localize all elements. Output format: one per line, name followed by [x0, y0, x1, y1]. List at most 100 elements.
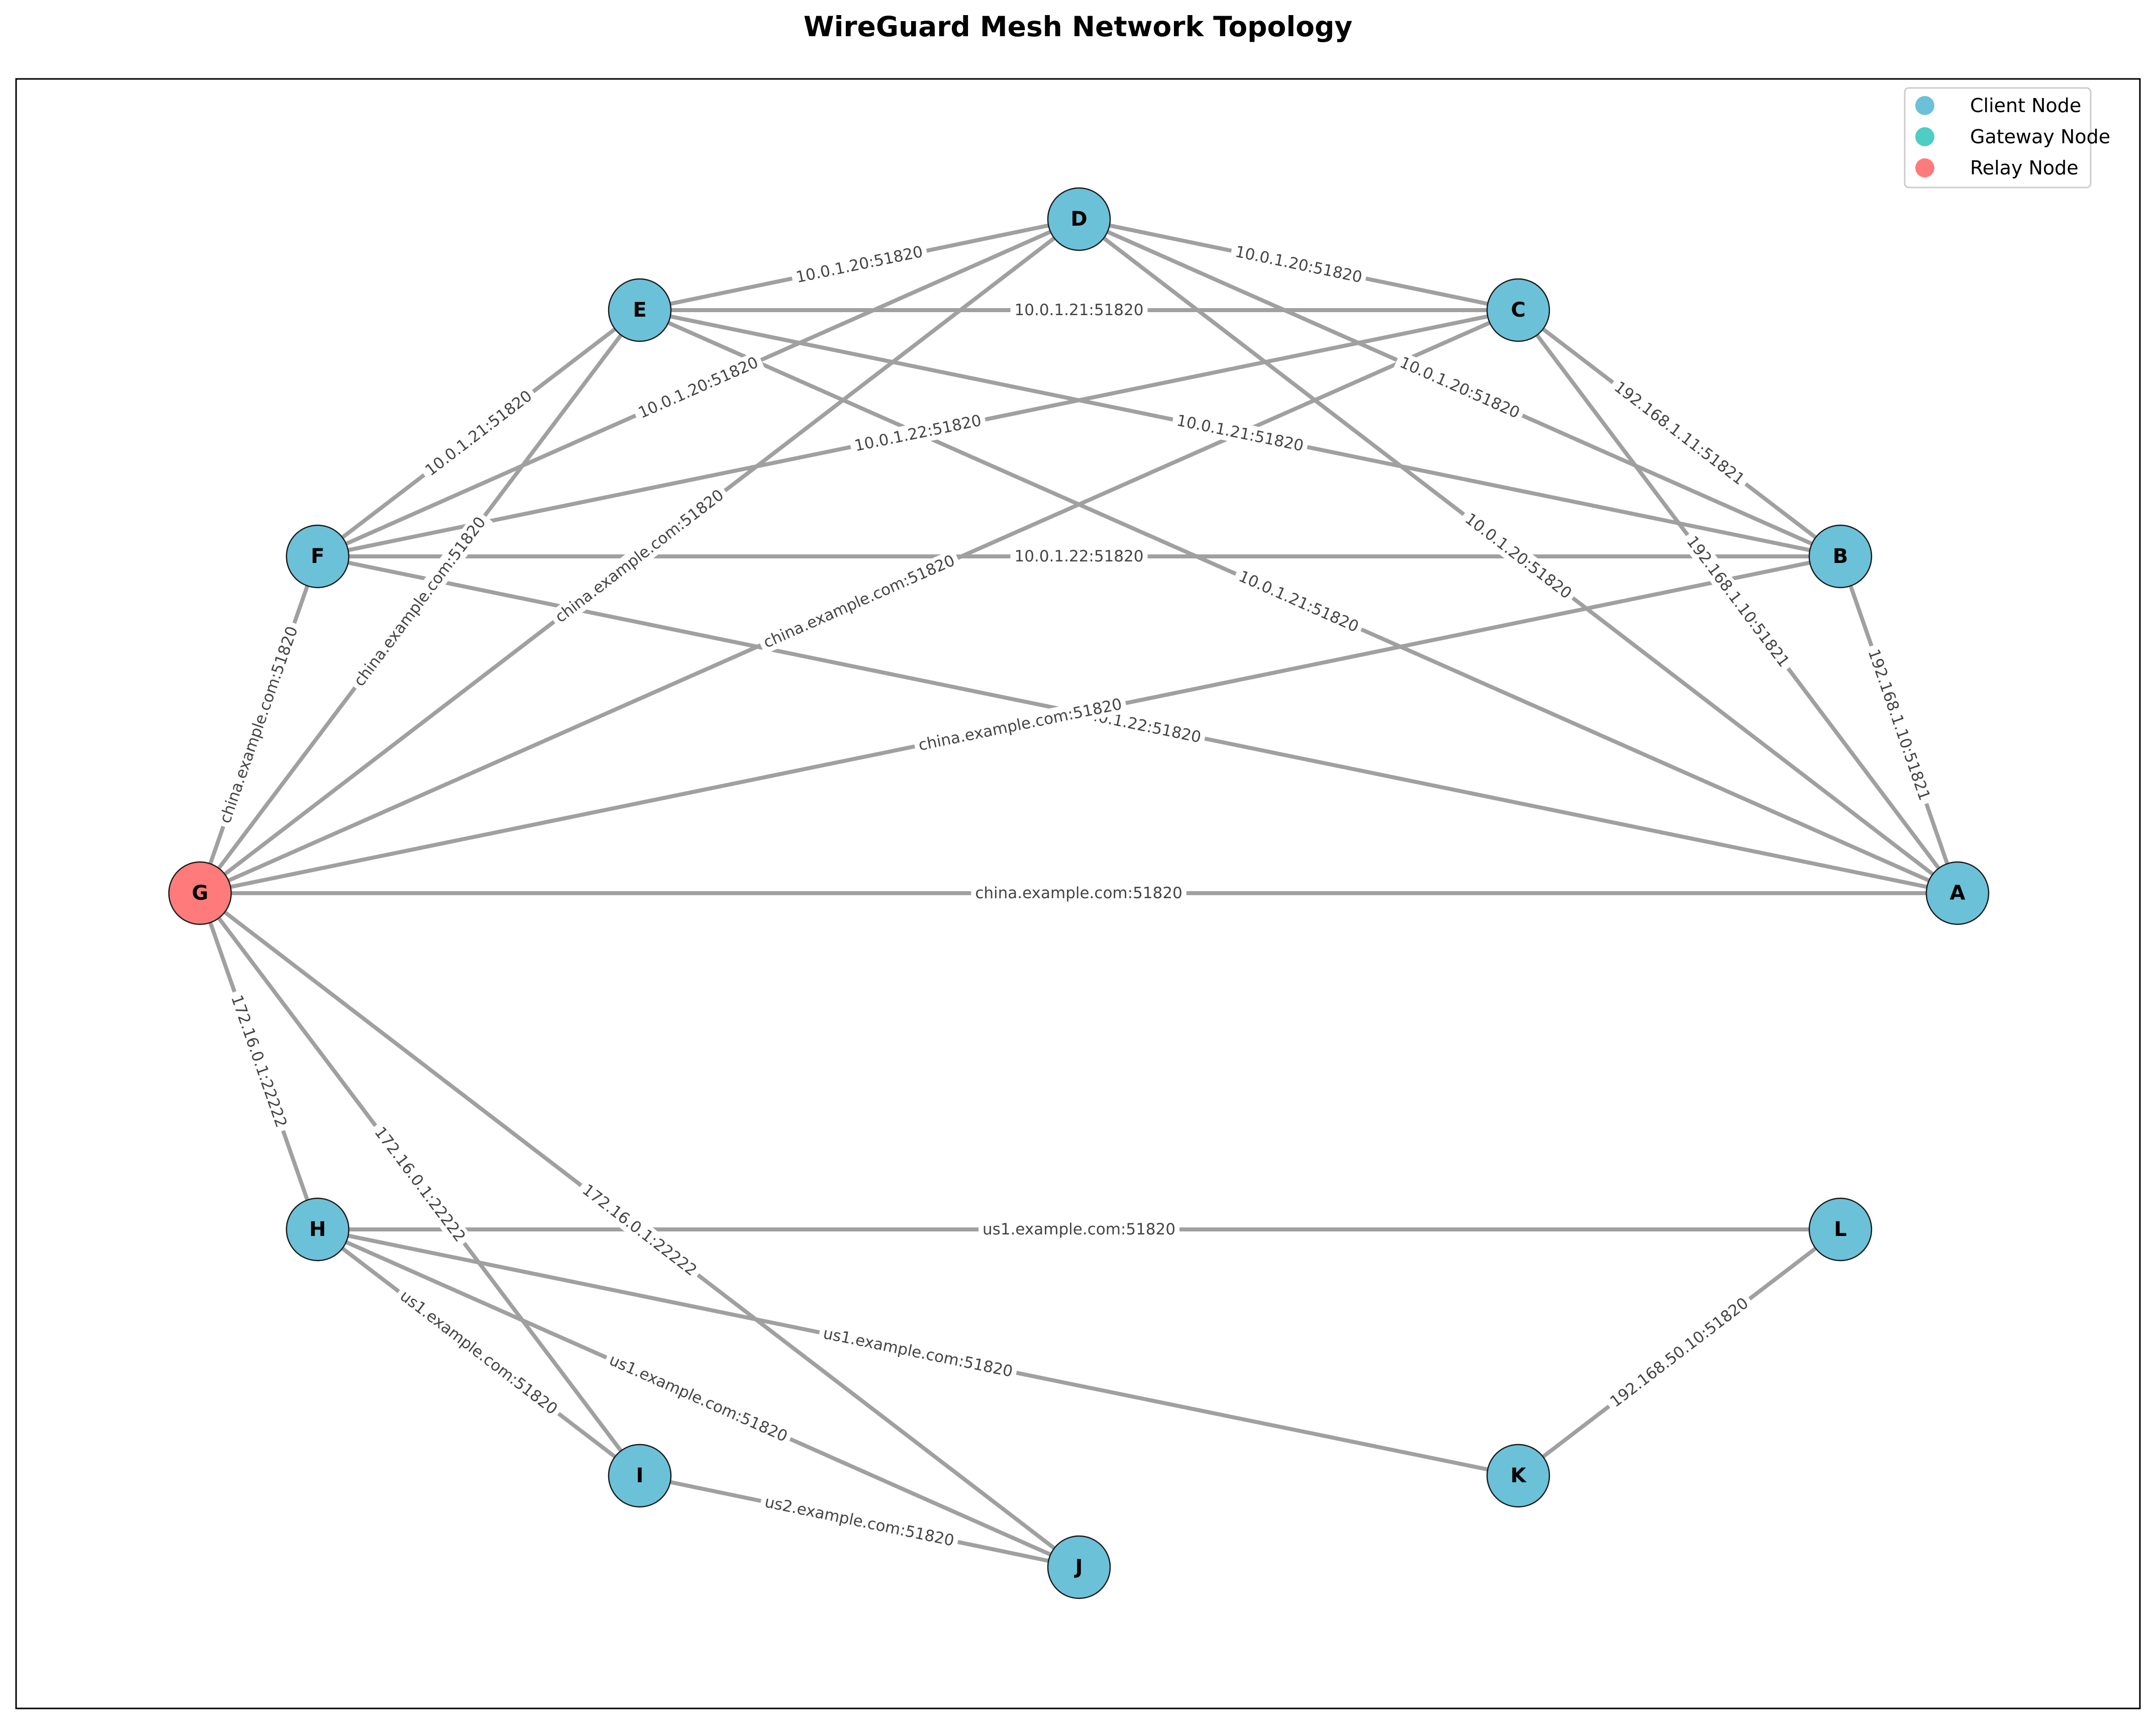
edge-label-group: 192.168.50.10:51820 — [1603, 1291, 1756, 1414]
edge-label-background — [393, 1283, 565, 1422]
node-G[interactable] — [168, 861, 232, 925]
node-D[interactable] — [1047, 187, 1111, 251]
edge-label-background — [1170, 409, 1310, 457]
node-label-J: J — [1074, 1556, 1083, 1579]
edge-label-group: 10.0.1.20:51820 — [631, 350, 765, 425]
edge-label-group: us1.example.com:51820 — [978, 1219, 1180, 1239]
edge-label: 192.168.1.10:51821 — [1865, 647, 1934, 803]
edge-label-background — [631, 350, 765, 425]
edge-label-background — [817, 1322, 1019, 1383]
edge-label-background — [978, 1219, 1180, 1239]
edge-label: 10.0.1.22:51820 — [1015, 547, 1144, 565]
edge-label-background — [759, 1491, 960, 1552]
edge-label-group: china.example.com:51820 — [214, 620, 304, 830]
edge-label-group: 10.0.1.20:51820 — [1229, 241, 1368, 289]
edge-label-background — [756, 549, 962, 654]
node-A[interactable] — [1925, 861, 1990, 925]
node-K[interactable] — [1486, 1444, 1550, 1508]
legend-label-relay: Relay Node — [1970, 157, 2079, 179]
edge-label-background — [848, 409, 988, 457]
node-F[interactable] — [285, 524, 350, 589]
node-C[interactable] — [1486, 278, 1550, 342]
edge-label-group: 10.0.1.22:51820 — [1010, 546, 1148, 566]
node-J[interactable] — [1047, 1535, 1111, 1599]
edge-label-background — [367, 1119, 472, 1250]
edge-label-group: 192.168.1.11:51821 — [1607, 374, 1752, 492]
edge-labels-layer: 192.168.1.10:51821 192.168.1.10:51821 192.… — [214, 241, 1936, 1552]
node-label-B: B — [1833, 545, 1848, 568]
edge-label-group: us1.example.com:51820 — [817, 1322, 1019, 1383]
edge-label-background — [548, 483, 731, 630]
edge-label-background — [602, 1348, 795, 1449]
edge-label: 172.16.0.1:22222 — [227, 993, 290, 1130]
legend-marker-relay — [1915, 158, 1934, 177]
legend-label-client: Client Node — [1970, 94, 2081, 117]
edge-label-group: 10.0.1.21:51820 — [1232, 564, 1365, 639]
edge-label: china.example.com:51820 — [350, 514, 489, 690]
edge-label: china.example.com:51820 — [975, 884, 1182, 902]
edge-label: us1.example.com:51820 — [822, 1324, 1014, 1381]
node-label-G: G — [192, 882, 209, 905]
edge-label-group: china.example.com:51820 — [756, 549, 962, 654]
edge-label: 10.0.1.20:51820 — [1397, 353, 1523, 422]
edge-label-background — [1232, 564, 1365, 639]
edge-label: 10.0.1.20:51820 — [636, 353, 761, 422]
edge-label: us1.example.com:51820 — [607, 1351, 791, 1446]
node-label-H: H — [309, 1218, 326, 1241]
edge-label-background — [971, 883, 1187, 903]
legend-label-gateway: Gateway Node — [1970, 126, 2110, 148]
node-label-L: L — [1834, 1218, 1847, 1241]
edge-label-group: 10.0.1.21:51820 — [1170, 409, 1310, 457]
edge-label-background — [1862, 642, 1936, 807]
edge-label: 192.168.50.10:51820 — [1607, 1294, 1752, 1411]
node-L[interactable] — [1808, 1197, 1873, 1262]
edge-label-background — [214, 620, 304, 830]
edge-label-group: us1.example.com:51820 — [602, 1348, 795, 1449]
node-H[interactable] — [285, 1197, 350, 1262]
edge-label: china.example.com:51820 — [761, 551, 958, 652]
node-label-A: A — [1950, 882, 1966, 905]
edge-label-group: 10.0.1.22:51820 — [848, 409, 988, 457]
edge-label: china.example.com:51820 — [216, 624, 302, 825]
edge-label-background — [225, 988, 293, 1134]
edge-label-background — [1229, 241, 1368, 289]
node-label-D: D — [1070, 208, 1087, 231]
edge-label-background — [418, 384, 540, 483]
edge-label-group: 10.0.1.21:51820 — [1010, 300, 1148, 320]
node-label-I: I — [636, 1464, 644, 1487]
edge-label-background — [1457, 506, 1579, 606]
edge-label-group: china.example.com:51820 — [971, 883, 1187, 903]
edge-label: 192.168.1.11:51821 — [1611, 378, 1748, 489]
edge-label: 192.168.1.10:51821 — [1683, 533, 1793, 671]
edge-label-group: 10.0.1.20:51820 — [790, 241, 929, 289]
edge-label-background — [575, 1177, 704, 1283]
nodes-layer: A B C D E F G H I J K L — [168, 187, 1990, 1599]
edge-label-group: 172.16.0.1:22222 — [225, 988, 293, 1134]
node-B[interactable] — [1808, 524, 1873, 589]
edge-label-group: 192.168.1.10:51821 — [1680, 529, 1796, 675]
legend-marker-gateway — [1915, 127, 1934, 146]
edge-label-group: 10.0.1.20:51820 — [1393, 350, 1527, 425]
edge-label-background — [1010, 300, 1148, 320]
edge-label: 172.16.0.1:22222 — [371, 1123, 469, 1246]
legend-marker-client — [1915, 96, 1934, 115]
edge-label-background — [1680, 529, 1796, 675]
node-label-K: K — [1511, 1464, 1527, 1487]
edge-label-background — [790, 241, 929, 289]
node-I[interactable] — [608, 1444, 672, 1508]
edge-label-background — [1010, 546, 1148, 566]
node-label-F: F — [311, 545, 324, 568]
edge-label: us1.example.com:51820 — [983, 1220, 1175, 1238]
node-label-C: C — [1511, 299, 1525, 322]
edge-label-group: us1.example.com:51820 — [393, 1283, 565, 1422]
diagram-title: WireGuard Mesh Network Topology — [804, 11, 1352, 43]
node-label-E: E — [633, 299, 646, 322]
plot-frame — [15, 78, 2141, 1709]
edge-label: us1.example.com:51820 — [397, 1287, 561, 1418]
edge-label: 10.0.1.21:51820 — [1236, 567, 1361, 636]
edge-label-background — [1607, 374, 1752, 492]
edge-label-background — [913, 693, 1128, 756]
legend-box — [1904, 87, 2092, 188]
node-E[interactable] — [608, 278, 672, 342]
